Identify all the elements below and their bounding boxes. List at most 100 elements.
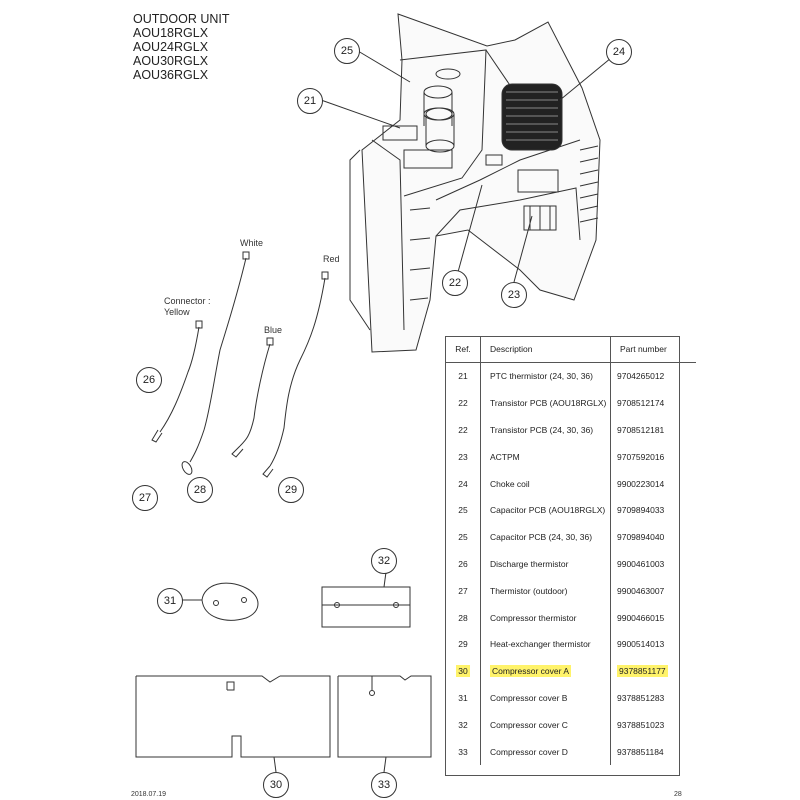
row-ref: 22 xyxy=(446,389,481,417)
callout-number: 32 xyxy=(377,555,391,567)
footer-date: 2018.07.19 xyxy=(131,791,167,798)
row-description: Compressor cover B xyxy=(480,684,611,712)
highlight-marker: 9378851177 xyxy=(617,665,668,678)
row-ref: 33 xyxy=(446,738,481,765)
row-ref: 26 xyxy=(446,550,481,578)
callout-32: 32 xyxy=(371,548,397,574)
row-ref: 29 xyxy=(446,630,481,658)
row-part-number: 9900466015 xyxy=(617,612,665,623)
callout-number: 28 xyxy=(193,484,207,496)
row-part-number: 9900463007 xyxy=(617,585,665,596)
header-line: AOU30RGLX xyxy=(133,54,209,68)
row-part-number: 9900461003 xyxy=(617,558,665,569)
row-part-number: 9900223014 xyxy=(617,478,665,489)
callout-number: 21 xyxy=(303,95,317,107)
callout-number: 30 xyxy=(269,779,283,791)
row-description: Heat-exchanger thermistor xyxy=(480,630,611,658)
footer-page-number: 28 xyxy=(674,791,682,798)
row-part-number: 9900514013 xyxy=(617,639,665,650)
row-part-number: 9708512174 xyxy=(617,398,665,409)
row-description: Transistor PCB (AOU18RGLX) xyxy=(480,389,611,417)
row-description: Capacitor PCB (24, 30, 36) xyxy=(480,523,611,551)
callout-number: 27 xyxy=(138,492,152,504)
table-row-highlighted: 30 Compressor cover A 9378851177 xyxy=(446,657,697,685)
row-description: Compressor cover D xyxy=(480,738,611,765)
callout-33: 33 xyxy=(371,772,397,798)
header-line: AOU18RGLX xyxy=(133,26,209,40)
callout-23: 23 xyxy=(501,282,527,308)
connector-color-label: Yellow xyxy=(164,307,190,317)
row-description: PTC thermistor (24, 30, 36) xyxy=(480,362,611,390)
highlight-marker: 30 xyxy=(456,665,470,678)
highlight-marker: Compressor cover A xyxy=(490,665,571,678)
row-ref: 21 xyxy=(446,362,481,390)
row-description: Thermistor (outdoor) xyxy=(480,577,611,605)
row-description: Capacitor PCB (AOU18RGLX) xyxy=(480,496,611,524)
callout-number: 33 xyxy=(377,779,391,791)
compressor-cover-c-drawing xyxy=(321,571,411,628)
row-description: Transistor PCB (24, 30, 36) xyxy=(480,416,611,444)
row-part-number: 9709894033 xyxy=(617,505,665,516)
connector-label: Connector : xyxy=(164,296,211,306)
callout-30: 30 xyxy=(263,772,289,798)
row-part-number: 9378851283 xyxy=(617,692,665,703)
callout-number: 31 xyxy=(163,595,177,607)
row-ref: 25 xyxy=(446,523,481,551)
callout-24: 24 xyxy=(606,39,632,65)
wire-label-white: White xyxy=(240,238,264,248)
row-ref: 31 xyxy=(446,684,481,712)
leader-lines xyxy=(320,50,612,283)
callout-22: 22 xyxy=(442,270,468,296)
row-description: ACTPM xyxy=(480,443,611,471)
row-ref: 25 xyxy=(446,496,481,524)
header-description: Description xyxy=(480,336,611,363)
row-ref: 28 xyxy=(446,604,481,631)
header-part-number: Part number xyxy=(610,336,696,363)
callout-number: 26 xyxy=(142,374,156,386)
row-part-number: 9378851023 xyxy=(617,719,665,730)
compressor-cover-b-drawing xyxy=(182,582,259,621)
row-part-number: 9709894040 xyxy=(617,532,665,543)
wire-label-red: Red xyxy=(323,254,340,264)
callout-number: 29 xyxy=(284,484,298,496)
row-ref: 32 xyxy=(446,711,481,739)
row-part-number: 9378851177 xyxy=(611,658,697,685)
callout-25: 25 xyxy=(334,38,360,64)
row-description: Choke coil xyxy=(480,470,611,497)
header-ref: Ref. xyxy=(446,336,481,363)
row-description: Compressor cover A xyxy=(480,657,611,685)
callout-29: 29 xyxy=(278,477,304,503)
callout-number: 25 xyxy=(340,45,354,57)
wire-label-connector: Connector : Yellow xyxy=(164,296,211,318)
callout-28: 28 xyxy=(187,477,213,503)
model-header: OUTDOOR UNIT AOU18RGLX AOU24RGLX AOU30RG… xyxy=(133,12,230,82)
compressor-cover-d-drawing xyxy=(337,675,432,773)
callout-31: 31 xyxy=(157,588,183,614)
row-ref: 23 xyxy=(446,443,481,471)
row-description: Discharge thermistor xyxy=(480,550,611,578)
header-line: AOU36RGLX xyxy=(133,68,209,82)
callout-26: 26 xyxy=(136,367,162,393)
header-line: OUTDOOR UNIT xyxy=(133,12,230,26)
row-ref: 27 xyxy=(446,577,481,605)
row-ref: 22 xyxy=(446,416,481,444)
control-box-assembly xyxy=(349,13,601,353)
row-description: Compressor thermistor xyxy=(480,604,611,631)
row-ref: 30 xyxy=(446,657,481,685)
parts-table-header: Ref. Description Part number xyxy=(446,336,696,363)
wire-label-blue: Blue xyxy=(264,325,283,335)
compressor-cover-a-drawing xyxy=(135,675,331,773)
